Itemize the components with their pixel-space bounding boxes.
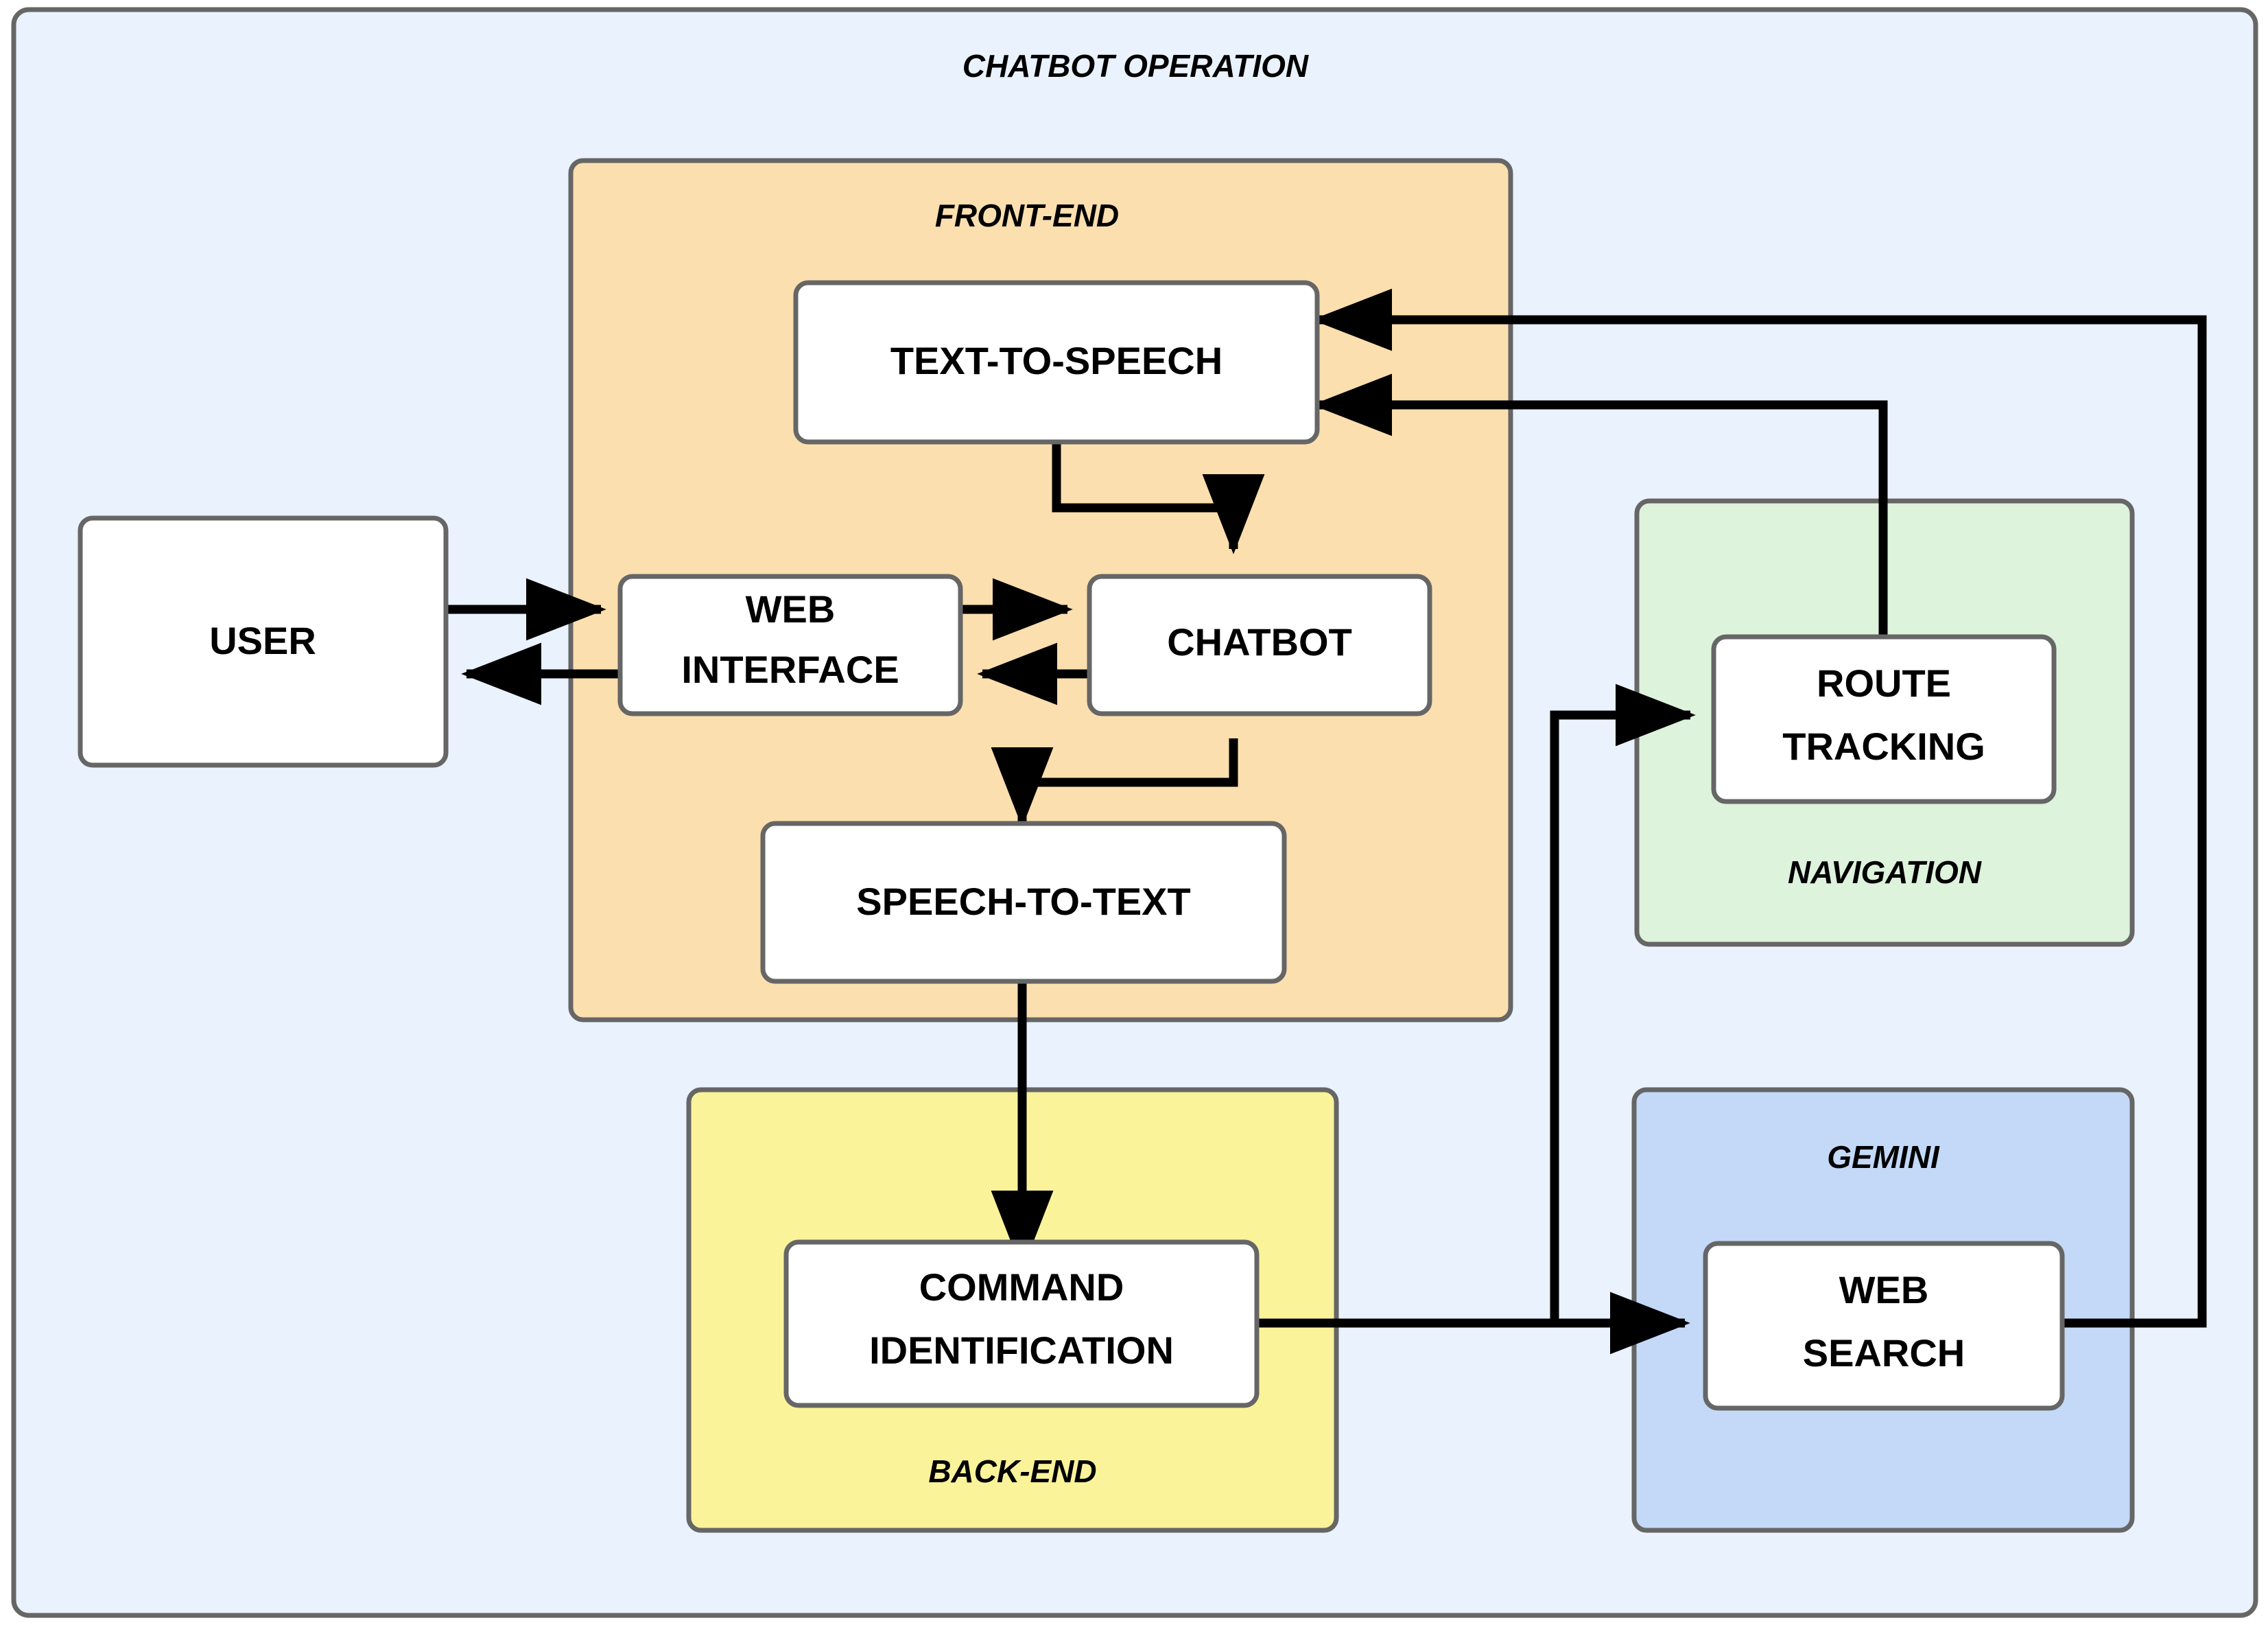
- command-identification-label-line2: IDENTIFICATION: [869, 1329, 1174, 1372]
- node-text-to-speech[interactable]: TEXT-TO-SPEECH: [793, 280, 1320, 445]
- speech-to-text-box[interactable]: [760, 821, 1287, 984]
- edge-route-tracking-to-text-to-speech: [1312, 373, 1888, 638]
- route-tracking-box[interactable]: [1711, 634, 2057, 804]
- navigation-label: NAVIGATION: [1788, 854, 1982, 890]
- web-search-box[interactable]: [1703, 1241, 2065, 1411]
- text-to-speech-box[interactable]: [793, 280, 1320, 445]
- gemini-label: GEMINI: [1827, 1139, 1940, 1175]
- user-label: USER: [209, 619, 316, 662]
- web-interface-label-line1: WEB: [746, 587, 836, 631]
- chatbot-box[interactable]: [1087, 574, 1432, 716]
- web-search-label-line2: SEARCH: [1803, 1331, 1965, 1375]
- chatbot-label: CHATBOT: [1167, 620, 1352, 664]
- node-command-identification[interactable]: COMMAND IDENTIFICATION: [783, 1239, 1260, 1408]
- route-tracking-label-line1: ROUTE: [1817, 662, 1951, 705]
- speech-to-text-label: SPEECH-TO-TEXT: [856, 880, 1190, 923]
- edge-web-search-to-text-to-speech: [1312, 288, 2207, 1328]
- node-web-interface[interactable]: WEB INTERFACE: [617, 574, 963, 716]
- text-to-speech-label: TEXT-TO-SPEECH: [890, 339, 1222, 382]
- node-web-search[interactable]: WEB SEARCH: [1703, 1241, 2065, 1411]
- node-chatbot[interactable]: CHATBOT: [1087, 574, 1432, 716]
- web-search-label-line1: WEB: [1839, 1268, 1929, 1311]
- node-user[interactable]: USER: [78, 515, 449, 768]
- command-identification-box[interactable]: [783, 1239, 1260, 1408]
- back-end-label: BACK-END: [928, 1453, 1096, 1489]
- chatbot-operation-title: CHATBOT OPERATION: [962, 48, 1309, 84]
- command-identification-label-line1: COMMAND: [919, 1265, 1124, 1309]
- node-speech-to-text[interactable]: SPEECH-TO-TEXT: [760, 821, 1287, 984]
- web-interface-label-line2: INTERFACE: [681, 648, 899, 691]
- node-route-tracking[interactable]: ROUTE TRACKING: [1711, 634, 2057, 804]
- web-interface-box[interactable]: [617, 574, 963, 716]
- edge-chatbot-to-speech-to-text: [991, 738, 1238, 828]
- edge-text-to-speech-to-chatbot: [1052, 443, 1265, 554]
- front-end-label: FRONT-END: [935, 198, 1119, 233]
- user-box[interactable]: [78, 515, 449, 768]
- route-tracking-label-line2: TRACKING: [1782, 725, 1985, 768]
